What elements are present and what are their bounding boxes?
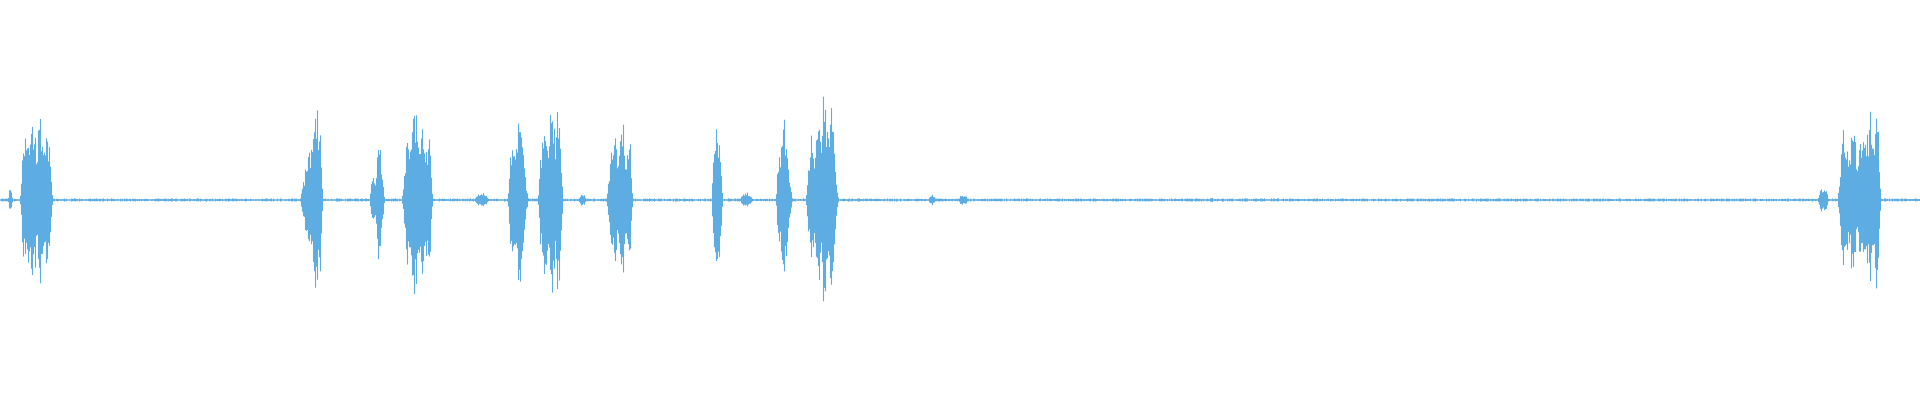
waveform-track: [0, 78, 1920, 323]
waveform-segment-14[interactable]: [806, 78, 838, 323]
waveform-segment-9[interactable]: [578, 191, 586, 209]
waveform-segment-18[interactable]: [1818, 184, 1828, 216]
waveform-segment-13[interactable]: [776, 108, 792, 291]
waveform-segment-5[interactable]: [402, 80, 432, 319]
waveform-segment-17[interactable]: [1208, 195, 1214, 205]
waveform-segment-19[interactable]: [1838, 92, 1880, 309]
waveform-segment-16[interactable]: [958, 192, 968, 207]
waveform-segment-12[interactable]: [740, 190, 752, 211]
waveform-segment-3[interactable]: [300, 92, 322, 309]
waveform-samples: [0, 96, 1920, 302]
waveform-segment-2[interactable]: [20, 83, 52, 317]
waveform-segment-6[interactable]: [474, 190, 488, 211]
waveform-segment-10[interactable]: [606, 111, 632, 289]
waveform-segment-11[interactable]: [712, 114, 722, 286]
waveform-segment-4[interactable]: [370, 134, 384, 267]
waveform-segment-15[interactable]: [928, 192, 936, 207]
waveform-segment-8[interactable]: [538, 83, 562, 317]
waveform-segment-1[interactable]: [8, 181, 12, 219]
waveform-segment-7[interactable]: [508, 100, 528, 300]
